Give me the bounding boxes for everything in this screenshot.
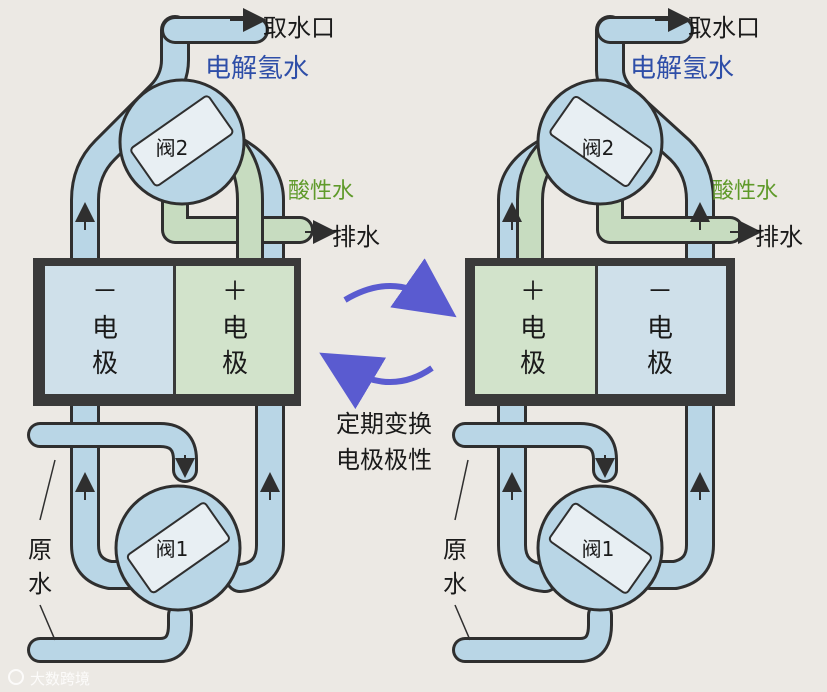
left-electrode-right-char2: 极	[222, 349, 248, 379]
right-electrode-right-sign: －	[647, 277, 673, 307]
right-valve-2-label: 阀2	[582, 136, 615, 160]
right-drain-label: 排水	[755, 223, 803, 251]
center-cycle: 定期变换 电极极性	[319, 258, 457, 474]
center-caption-line2: 电极极性	[336, 446, 432, 474]
left-drain-label: 排水	[332, 223, 380, 251]
right-raw-water-char1: 原	[443, 536, 467, 564]
left-electrode-left-sign: －	[92, 277, 118, 307]
right-anode-chamber	[475, 266, 595, 394]
left-electrode-left-char2: 极	[92, 349, 118, 379]
left-unit: 阀2 － 电 极 ＋ 电 极 阀1 取水口 电解氢水 酸性水 排水	[27, 8, 380, 663]
left-electrode-left-char1: 电	[92, 314, 118, 344]
left-raw-water-char1: 原	[28, 536, 52, 564]
right-raw-water-pointer-bottom	[454, 604, 471, 641]
left-anode-chamber	[176, 266, 294, 394]
cycle-arrow-top	[343, 258, 457, 318]
right-valve-2	[536, 78, 664, 206]
right-electrode-left-char2: 极	[520, 349, 546, 379]
left-flow-arrows	[75, 8, 337, 500]
left-electrode-right-sign: ＋	[222, 277, 248, 307]
right-valve-1	[536, 484, 664, 612]
right-electrode-right-char1: 电	[647, 314, 673, 344]
cycle-arrow-bottom	[319, 352, 434, 410]
right-unit: 阀2 ＋ 电 极 － 电 极 阀1 取水口 电解氢水 酸性水 排水 原 水	[443, 8, 803, 663]
right-cathode-chamber	[598, 266, 726, 394]
right-flow-arrows	[502, 8, 762, 500]
left-cathode-chamber	[45, 266, 173, 394]
watermark: 大数跨境	[8, 669, 90, 688]
right-outlet-label: 取水口	[688, 14, 760, 42]
left-electrode-right-char1: 电	[222, 314, 248, 344]
right-raw-water-char2: 水	[443, 570, 467, 598]
left-raw-water-pointer-top	[39, 459, 56, 521]
right-acid-water-label: 酸性水	[712, 179, 778, 204]
left-valve-1	[114, 484, 242, 612]
right-raw-water-pointer-top	[454, 459, 469, 521]
right-electrode-right-char2: 极	[647, 349, 673, 379]
left-hydrogen-water-label: 电解氢水	[205, 54, 309, 84]
right-electrode-left-char1: 电	[520, 314, 546, 344]
right-hydrogen-water-label: 电解氢水	[630, 54, 734, 84]
left-valve-2	[118, 78, 246, 206]
watermark-text: 大数跨境	[30, 670, 90, 688]
left-raw-water-char2: 水	[28, 570, 52, 598]
left-outlet-label: 取水口	[263, 14, 335, 42]
watermark-logo-icon	[8, 669, 24, 685]
right-electrode-left-sign: ＋	[520, 277, 546, 307]
left-acid-water-label: 酸性水	[288, 179, 354, 204]
right-valve-1-label: 阀1	[582, 537, 615, 561]
center-caption-line1: 定期变换	[336, 410, 432, 438]
left-valve-2-label: 阀2	[156, 136, 189, 160]
left-raw-water-pointer-bottom	[39, 604, 56, 641]
left-valve-1-label: 阀1	[156, 537, 189, 561]
